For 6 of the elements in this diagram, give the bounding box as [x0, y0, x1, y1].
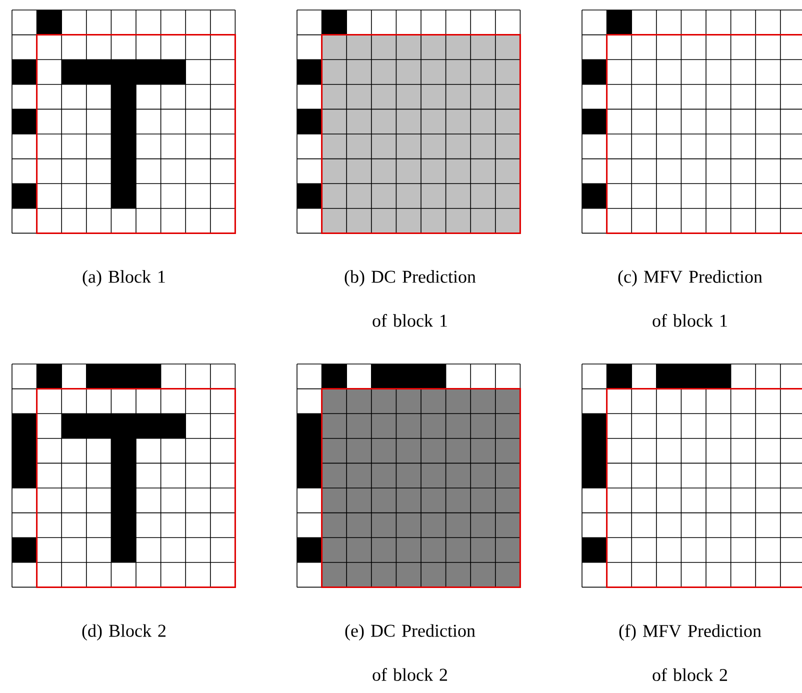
subfigure-caption: (f) MFV Prediction of block 2 [619, 624, 762, 682]
subfigure-caption: (b) DC Prediction of block 1 [344, 270, 476, 327]
subfigure-caption: (a) Block 1 [82, 270, 165, 286]
subfigure-caption: (d) Block 2 [82, 624, 166, 641]
subfigure-caption: (e) DC Prediction of block 2 [345, 624, 476, 681]
subfigure-caption: (c) MFV Prediction of block 1 [618, 270, 762, 327]
